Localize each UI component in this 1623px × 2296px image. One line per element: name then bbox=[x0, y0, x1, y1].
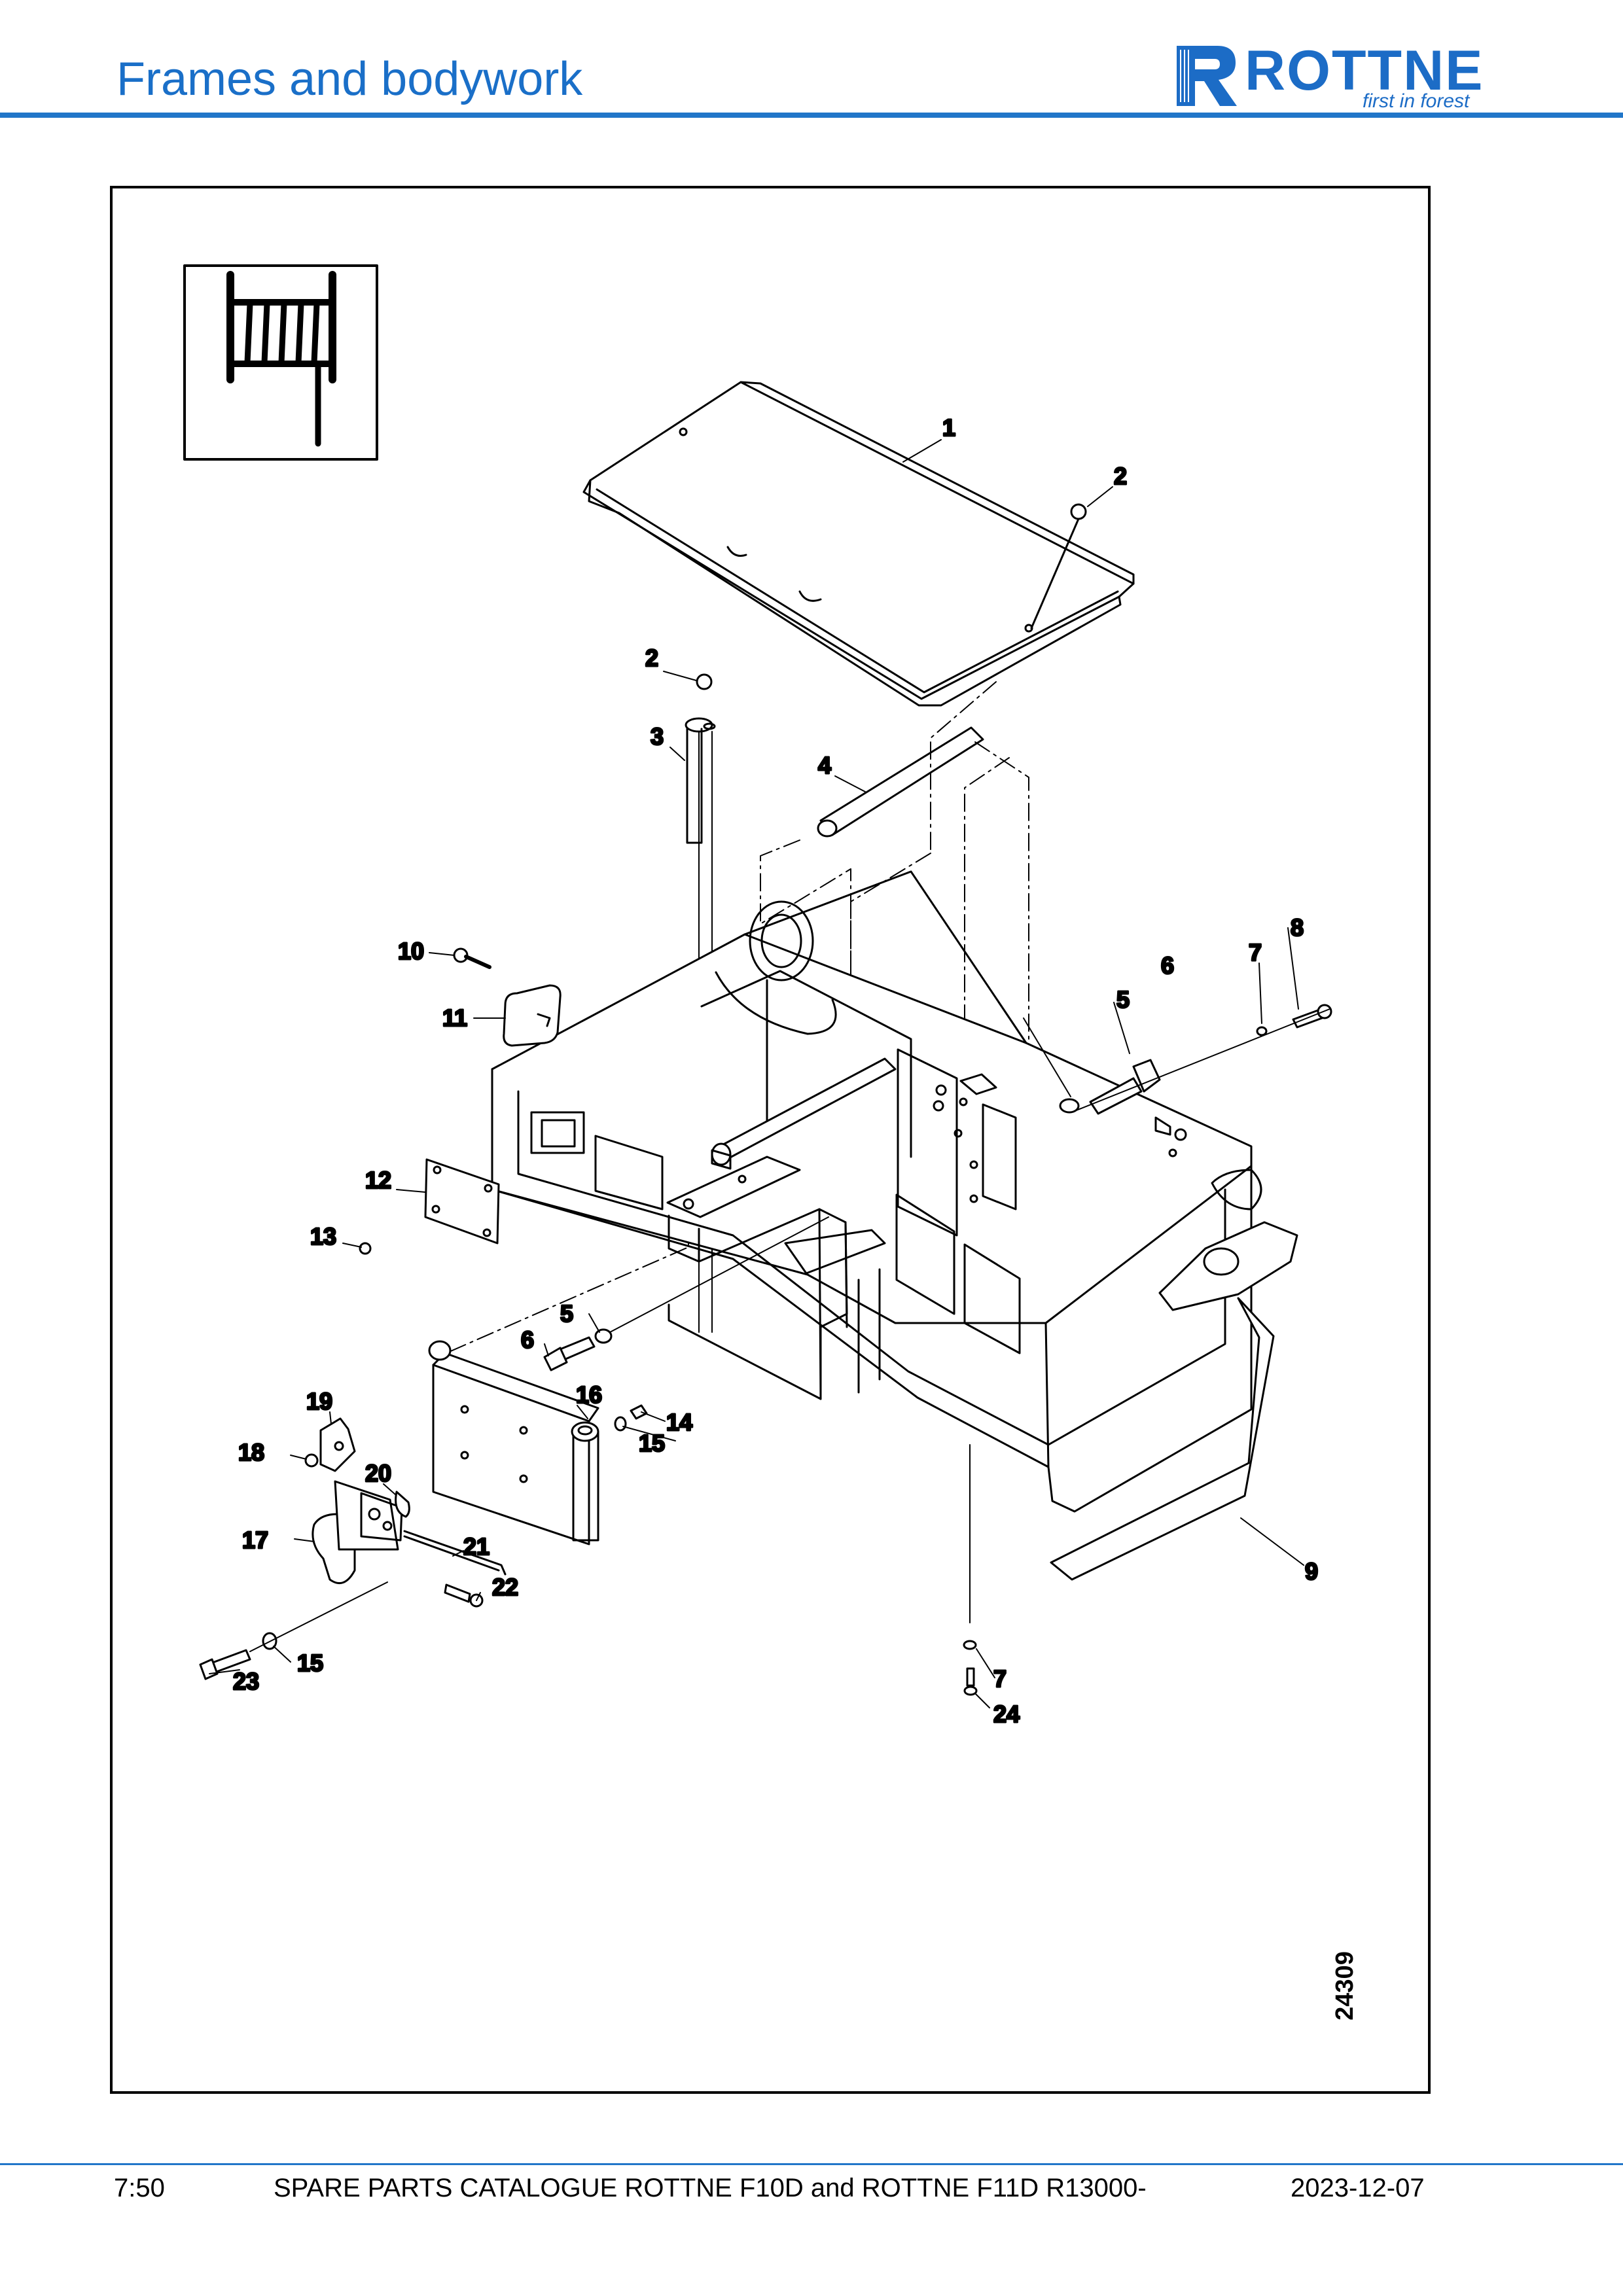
part-12-cover-plate bbox=[424, 1158, 500, 1245]
part-11-bracket bbox=[503, 984, 562, 1047]
part-17-tow-hook bbox=[312, 1480, 403, 1585]
part-4-pin bbox=[817, 726, 984, 838]
callout-7-upper: 7 bbox=[1249, 939, 1262, 966]
callout-6-lower: 6 bbox=[521, 1326, 534, 1353]
callout-3: 3 bbox=[651, 723, 664, 750]
part-7-spring-washer-lower bbox=[963, 1640, 977, 1650]
part-6-bolt-lower bbox=[543, 1336, 596, 1371]
part-20-cotter-pin bbox=[395, 1491, 410, 1518]
footer-page-number: 7:50 bbox=[114, 2174, 165, 2202]
frame-lower-bracket bbox=[666, 1156, 886, 1400]
part-24-screw bbox=[963, 1667, 978, 1696]
callout-13: 13 bbox=[310, 1223, 336, 1250]
callout-22: 22 bbox=[492, 1574, 518, 1600]
lower-bolt-axis bbox=[609, 1216, 829, 1333]
exploded-view-frame: 1 2 2 3 4 5 5 6 6 7 7 8 9 10 11 12 13 14… bbox=[110, 186, 1431, 2094]
footer-catalog-title: SPARE PARTS CATALOGUE ROTTNE F10D and RO… bbox=[274, 2174, 1147, 2202]
callout-8: 8 bbox=[1291, 914, 1304, 941]
part-21-handle-rod bbox=[403, 1530, 507, 1576]
figure-number: 24309 bbox=[1331, 1951, 1359, 2021]
callout-5-upper: 5 bbox=[1116, 986, 1130, 1013]
callout-19: 19 bbox=[306, 1388, 332, 1415]
part-18-nut bbox=[304, 1453, 319, 1468]
callout-18: 18 bbox=[238, 1439, 264, 1466]
part-7-spring-washer-upper bbox=[1256, 1026, 1268, 1036]
callout-14: 14 bbox=[666, 1409, 692, 1436]
rottne-r-logo-icon bbox=[1177, 46, 1237, 106]
exploded-view-drawing: 1 2 2 3 4 5 5 6 6 7 7 8 9 10 11 12 13 14… bbox=[183, 264, 1332, 1729]
callout-4: 4 bbox=[818, 752, 831, 779]
callout-2-upper: 2 bbox=[1114, 463, 1127, 489]
part-15-washer-lower bbox=[262, 1632, 277, 1650]
part-10-screw bbox=[453, 947, 491, 969]
part-13-screw bbox=[359, 1242, 372, 1255]
callout-23: 23 bbox=[233, 1668, 259, 1695]
logo-tagline: first in forest bbox=[1363, 90, 1470, 112]
part-14-nut bbox=[630, 1404, 648, 1420]
part-9-main-frame bbox=[491, 870, 1304, 1581]
callout-leader-lines bbox=[209, 439, 1299, 1708]
footer-date: 2023-12-07 bbox=[1291, 2174, 1425, 2202]
part-23-bolt bbox=[199, 1649, 251, 1680]
callout-20: 20 bbox=[365, 1460, 391, 1487]
logo-wordmark: ROTTNE bbox=[1245, 39, 1484, 102]
rottne-logo: ROTTNE first in forest bbox=[1171, 38, 1512, 112]
header-rule bbox=[0, 113, 1623, 118]
part-2-nut-top bbox=[1030, 503, 1087, 629]
part-16-mount-plate bbox=[428, 1340, 599, 1545]
callout-9: 9 bbox=[1305, 1558, 1318, 1585]
callout-24: 24 bbox=[993, 1701, 1020, 1727]
callout-17: 17 bbox=[242, 1527, 268, 1553]
callout-11: 11 bbox=[442, 1004, 467, 1031]
part-1-cover-plate bbox=[582, 381, 1135, 707]
callout-1: 1 bbox=[942, 414, 955, 441]
callout-15-hook: 15 bbox=[297, 1650, 323, 1676]
page-title: Frames and bodywork bbox=[116, 53, 583, 105]
callout-6-upper: 6 bbox=[1161, 952, 1174, 979]
callout-15-plate: 15 bbox=[639, 1430, 665, 1457]
callout-21: 21 bbox=[463, 1533, 490, 1560]
hook-bolt-axis bbox=[249, 1581, 388, 1652]
callout-2-rod: 2 bbox=[645, 645, 658, 671]
part-2-nut-rod bbox=[696, 673, 713, 690]
callout-7-lower: 7 bbox=[993, 1665, 1007, 1692]
part-19-latch bbox=[319, 1417, 356, 1472]
callout-5-lower: 5 bbox=[560, 1300, 573, 1327]
part-6-bolt-upper bbox=[1089, 1059, 1161, 1115]
part-15-washer-plate bbox=[614, 1416, 627, 1432]
frame-cross-shaft bbox=[711, 1057, 897, 1170]
winch-drum-icon bbox=[183, 264, 378, 461]
callout-10: 10 bbox=[398, 938, 424, 964]
part-5-washer-upper bbox=[1059, 1098, 1080, 1114]
part-5-washer-lower bbox=[594, 1328, 613, 1344]
callout-12: 12 bbox=[365, 1167, 391, 1193]
part-22-pin bbox=[444, 1583, 484, 1608]
callout-16: 16 bbox=[576, 1381, 602, 1408]
upper-bolt-axis bbox=[1074, 1008, 1330, 1112]
footer-rule bbox=[0, 2163, 1623, 2165]
